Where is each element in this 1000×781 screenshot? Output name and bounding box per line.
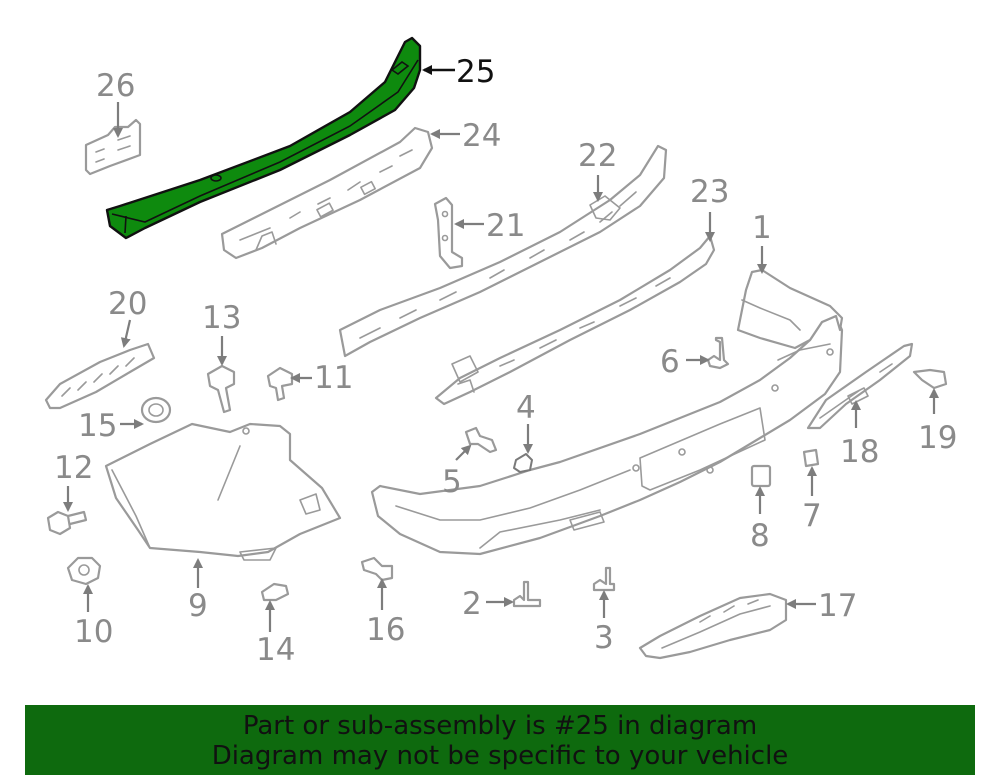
callout-2: 2 xyxy=(462,586,482,622)
callout-15: 15 xyxy=(78,408,117,444)
callout-16: 16 xyxy=(366,612,405,648)
callout-19: 19 xyxy=(918,420,957,456)
part-19-screw xyxy=(912,368,948,390)
part-24-energy-absorber xyxy=(220,126,434,260)
callout-12: 12 xyxy=(54,450,93,486)
part-20-clip xyxy=(44,342,156,410)
callout-22: 22 xyxy=(578,138,617,174)
callout-20: 20 xyxy=(108,286,147,322)
part-5-bolt xyxy=(464,426,498,454)
callout-9: 9 xyxy=(188,588,208,624)
callout-6: 6 xyxy=(660,344,680,380)
part-6-pin xyxy=(706,336,730,370)
callout-1: 1 xyxy=(752,210,772,246)
callout-21: 21 xyxy=(486,208,525,244)
callout-13: 13 xyxy=(202,300,241,336)
part-17-reflector xyxy=(638,592,788,660)
part-26-bracket xyxy=(84,118,142,176)
parts-diagram: 25 26 24 21 22 23 1 20 13 11 15 6 4 5 12… xyxy=(44,36,957,668)
notice-banner: Part or sub-assembly is #25 in diagram D… xyxy=(25,705,975,775)
part-23-side-bracket xyxy=(434,234,716,406)
callout-26: 26 xyxy=(96,68,135,104)
callout-24: 24 xyxy=(462,118,501,154)
part-16-bolt xyxy=(360,556,394,582)
callout-18: 18 xyxy=(840,434,879,470)
part-10-nut xyxy=(66,556,102,586)
callout-4: 4 xyxy=(516,390,536,426)
part-4-clip xyxy=(513,453,533,473)
part-21-bracket xyxy=(433,196,464,270)
part-25-bumper-reinforcement xyxy=(105,36,422,240)
part-12-bolt xyxy=(46,510,88,536)
part-2-pin xyxy=(512,580,542,608)
callout-3: 3 xyxy=(594,620,614,656)
callout-10: 10 xyxy=(74,614,113,650)
banner-line-1: Part or sub-assembly is #25 in diagram xyxy=(242,711,758,741)
part-3-pin xyxy=(592,566,616,592)
callout-25: 25 xyxy=(456,54,495,90)
part-14-clip xyxy=(260,582,290,602)
callout-8: 8 xyxy=(750,518,770,554)
banner-line-2: Diagram may not be specific to your vehi… xyxy=(211,741,789,771)
part-18-reflector xyxy=(806,342,914,430)
callout-5: 5 xyxy=(442,464,462,500)
callout-11: 11 xyxy=(314,360,353,396)
part-13-bolt xyxy=(206,364,236,414)
part-7-clip xyxy=(802,448,820,468)
callout-14: 14 xyxy=(256,632,295,668)
callout-17: 17 xyxy=(818,588,857,624)
part-1-bumper-cover xyxy=(370,268,844,556)
part-9-side-cover xyxy=(104,422,342,561)
part-22-side-bracket xyxy=(338,144,668,358)
part-8-clip xyxy=(750,464,772,488)
callout-7: 7 xyxy=(802,498,822,534)
part-11-push-pin xyxy=(266,366,294,402)
callout-23: 23 xyxy=(690,174,729,210)
part-15-grommet xyxy=(140,396,172,424)
